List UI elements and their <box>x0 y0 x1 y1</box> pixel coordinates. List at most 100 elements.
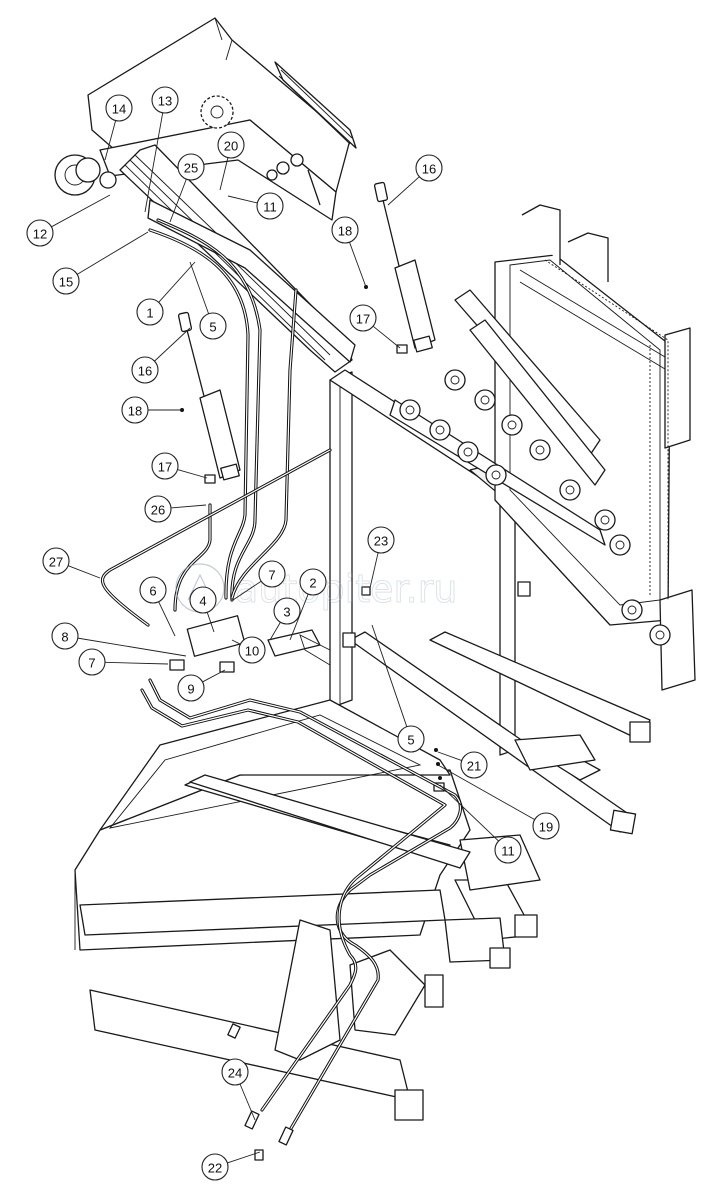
callout-number: 22 <box>208 1161 222 1176</box>
callout-number: 5 <box>407 733 414 748</box>
callout-circle <box>42 547 70 575</box>
callout-leader-line <box>371 624 408 727</box>
callout-number: 23 <box>374 534 388 549</box>
callout-leader-line <box>169 178 187 223</box>
callout-number: 16 <box>138 364 152 379</box>
callout-leader-line <box>77 637 187 657</box>
callout-number: 18 <box>128 404 142 419</box>
callout-22: 22 <box>201 1151 261 1181</box>
callout-circle <box>256 192 284 220</box>
callout-circle <box>273 597 301 625</box>
callout-4: 4 <box>189 586 217 633</box>
callout-1: 1 <box>136 261 196 326</box>
callout-circle <box>221 1058 249 1086</box>
callout-number: 13 <box>158 94 172 109</box>
callout-leader-line <box>177 469 208 479</box>
hydraulic-cylinder-lower <box>177 311 241 481</box>
callout-16: 16 <box>387 154 443 206</box>
callout-number: 14 <box>112 102 126 117</box>
callout-number: 17 <box>356 312 370 327</box>
callout-number: 7 <box>88 656 95 671</box>
callout-26: 26 <box>144 495 207 523</box>
callout-number: 6 <box>149 584 156 599</box>
callout-number: 7 <box>268 568 275 583</box>
callout-leader-line <box>144 112 164 213</box>
callout-19: 19 <box>437 764 560 840</box>
callout-number: 25 <box>184 161 198 176</box>
callout-circle <box>139 576 167 604</box>
callout-circle <box>189 586 217 614</box>
callout-6: 6 <box>139 576 176 637</box>
callout-circle <box>151 86 179 114</box>
callout-circle <box>258 560 286 588</box>
callout-16: 16 <box>131 327 191 384</box>
callout-number: 27 <box>49 555 63 570</box>
callout-23: 23 <box>367 526 395 589</box>
callout-number: 10 <box>245 644 259 659</box>
callout-circle <box>299 568 327 596</box>
callout-number: 20 <box>224 139 238 154</box>
callout-number: 4 <box>199 594 206 609</box>
callout-number: 15 <box>59 275 73 290</box>
callout-14: 14 <box>104 94 133 161</box>
callout-circle <box>121 396 149 424</box>
callout-leader-line <box>349 242 367 288</box>
callout-leader-line <box>206 612 215 633</box>
callout-number: 18 <box>338 224 352 239</box>
callout-10: 10 <box>231 636 266 664</box>
roller-wheels <box>399 369 671 646</box>
callout-circle <box>177 674 205 702</box>
callout-circle <box>52 267 80 295</box>
callout-circle <box>532 812 560 840</box>
callout-leader-line <box>219 157 229 191</box>
callout-leader-line <box>202 669 226 683</box>
callout-5: 5 <box>189 261 227 340</box>
callout-leader-line <box>372 325 401 349</box>
callout-leader-line <box>269 621 281 641</box>
callout-circle <box>238 636 266 664</box>
callout-7: 7 <box>232 560 286 601</box>
callout-circle <box>199 312 227 340</box>
callout-circle <box>136 298 164 326</box>
callout-leader-line <box>158 601 176 637</box>
callout-5: 5 <box>371 624 425 753</box>
callout-number: 12 <box>33 227 47 242</box>
callout-leader-line <box>154 327 191 362</box>
callout-number: 11 <box>263 200 277 215</box>
callout-circle <box>217 131 245 159</box>
callout-number: 1 <box>146 306 153 321</box>
callout-number: 17 <box>158 460 172 475</box>
callout-number: 2 <box>309 576 316 591</box>
callout-circle <box>201 1153 229 1181</box>
callout-circle <box>131 356 159 384</box>
callout-leader-line <box>232 580 262 601</box>
callout-2: 2 <box>289 568 327 641</box>
callout-11: 11 <box>439 784 522 864</box>
callout-leader-line <box>369 552 379 589</box>
callout-leader-line <box>227 195 258 204</box>
callout-leader-line <box>67 565 101 579</box>
callout-circle <box>151 452 179 480</box>
callout-number: 3 <box>283 605 290 620</box>
callout-number: 24 <box>228 1066 242 1081</box>
callout-18: 18 <box>331 216 367 288</box>
callout-18: 18 <box>121 396 182 424</box>
callout-circle <box>26 219 54 247</box>
callout-12: 12 <box>26 194 111 247</box>
callout-circle <box>51 622 79 650</box>
callout-17: 17 <box>151 452 208 480</box>
hydraulic-hoses <box>100 218 463 1132</box>
callout-circle <box>494 836 522 864</box>
callout-leader-line <box>227 1151 261 1164</box>
callout-number: 5 <box>209 320 216 335</box>
callout-leader-line <box>439 784 499 842</box>
callout-number: 21 <box>467 759 481 774</box>
callout-leader-line <box>437 751 462 762</box>
callout-leader-line <box>104 661 169 665</box>
callout-25: 25 <box>169 153 205 223</box>
callout-circle <box>349 304 377 332</box>
callout-11: 11 <box>227 192 284 220</box>
callout-circle <box>177 153 205 181</box>
